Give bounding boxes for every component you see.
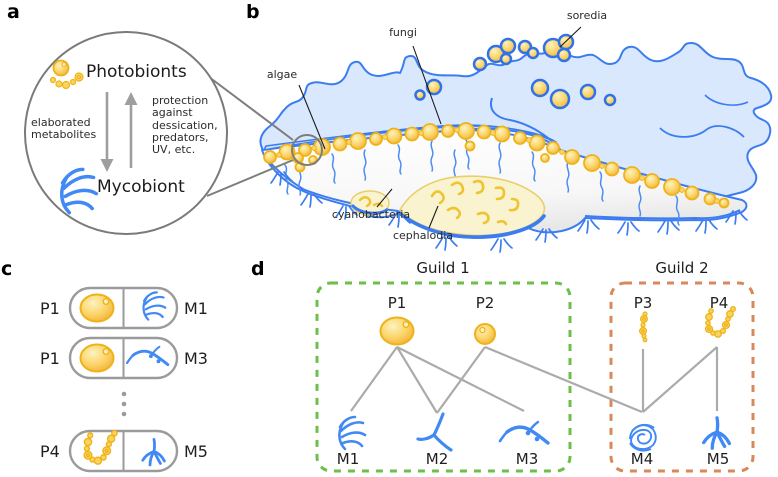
edge-P2-M2 <box>436 346 486 414</box>
node-P1-label: P1 <box>387 294 407 312</box>
panel-c-letter: c <box>1 258 13 280</box>
lichen-illustration <box>206 26 773 253</box>
soredia-annotation: soredia <box>566 9 608 22</box>
up-arrow-icon <box>124 92 138 168</box>
node-P3-label: P3 <box>633 294 653 312</box>
node-M1-icon <box>338 415 367 451</box>
cephalodia-pouch <box>396 175 546 239</box>
guild2-border <box>609 281 755 473</box>
algae-leader-line <box>298 84 326 150</box>
pair3-mycobiont-label: M5 <box>184 442 208 461</box>
pair1-photobiont-label: P1 <box>40 299 60 318</box>
cyanobacteria-leader-line <box>376 188 393 208</box>
down-arrow-icon <box>100 92 114 172</box>
pair3-photobiont-label: P4 <box>40 442 60 461</box>
elaborated-metabolites-note: elaborated metabolites <box>31 116 97 142</box>
node-M1-label: M1 <box>336 450 360 468</box>
node-M5-icon <box>702 416 732 450</box>
node-M3-label: M3 <box>515 450 539 468</box>
fungi-annotation: fungi <box>389 26 417 39</box>
node-M2-icon <box>416 412 453 452</box>
pair-capsule-1 <box>68 286 179 330</box>
photobionts-label: Photobionts <box>86 62 187 82</box>
pair2-photobiont-label: P1 <box>40 349 60 368</box>
photobiont-chain-icon <box>49 59 84 90</box>
node-M5-label: M5 <box>706 450 730 468</box>
magnifier-tangent-bottom <box>206 159 294 197</box>
algae-annotation: algae <box>266 68 298 81</box>
node-P2-label: P2 <box>475 294 495 312</box>
pair-capsule-2 <box>68 336 179 380</box>
protection-note: protection against dessication, predator… <box>152 94 218 157</box>
panel-a-letter: a <box>7 1 20 23</box>
cephalodia-leader-line <box>428 205 439 229</box>
panel-b-letter: b <box>246 1 260 23</box>
node-M4-label: M4 <box>630 450 654 468</box>
cephalodia-annotation: cephalodia <box>392 229 454 242</box>
cyanobacteria-squiggles <box>430 179 520 226</box>
magnifier-tangent-top <box>208 76 294 141</box>
cyanobacteria-annotation: cyanobacteria <box>331 208 411 221</box>
soredia-leader-line <box>559 26 582 48</box>
node-P1-icon <box>379 316 415 346</box>
node-M3-icon <box>498 420 550 445</box>
symbiosis-diagram <box>24 31 228 235</box>
pair-capsules <box>68 286 179 473</box>
pair-capsule-3 <box>68 429 179 473</box>
magnifier-link <box>206 76 323 197</box>
guild-network <box>315 281 755 473</box>
edge-P4-M4 <box>642 346 718 413</box>
annotation-leader-lines <box>298 26 582 229</box>
magnifier-circle-icon <box>291 134 323 166</box>
network-edges <box>350 345 719 414</box>
node-M4-icon <box>629 423 657 452</box>
edge-P2-M4 <box>484 345 643 414</box>
guild1-title: Guild 1 <box>416 259 470 277</box>
photobiont-cell-icon <box>79 293 115 323</box>
algal-beads <box>276 127 720 204</box>
fungi-leader-line <box>412 45 442 125</box>
photobiont-cell-icon <box>79 343 115 373</box>
node-M2-label: M2 <box>425 450 449 468</box>
pair1-mycobiont-label: M1 <box>184 299 208 318</box>
soredia-clusters <box>414 33 617 110</box>
panel-d-letter: d <box>251 258 265 280</box>
pair2-mycobiont-label: M3 <box>184 349 208 368</box>
ellipsis-dots <box>121 391 127 417</box>
node-P4-label: P4 <box>709 294 729 312</box>
cephalodium-small <box>350 190 390 216</box>
edge-P1-M1 <box>350 346 398 412</box>
mycobiont-label: Mycobiont <box>97 177 185 197</box>
guild2-title: Guild 2 <box>655 259 709 277</box>
edge-P1-M2 <box>396 346 438 414</box>
node-P3-icon <box>638 311 649 343</box>
guild1-border <box>315 281 572 473</box>
node-P2-icon <box>474 323 496 345</box>
